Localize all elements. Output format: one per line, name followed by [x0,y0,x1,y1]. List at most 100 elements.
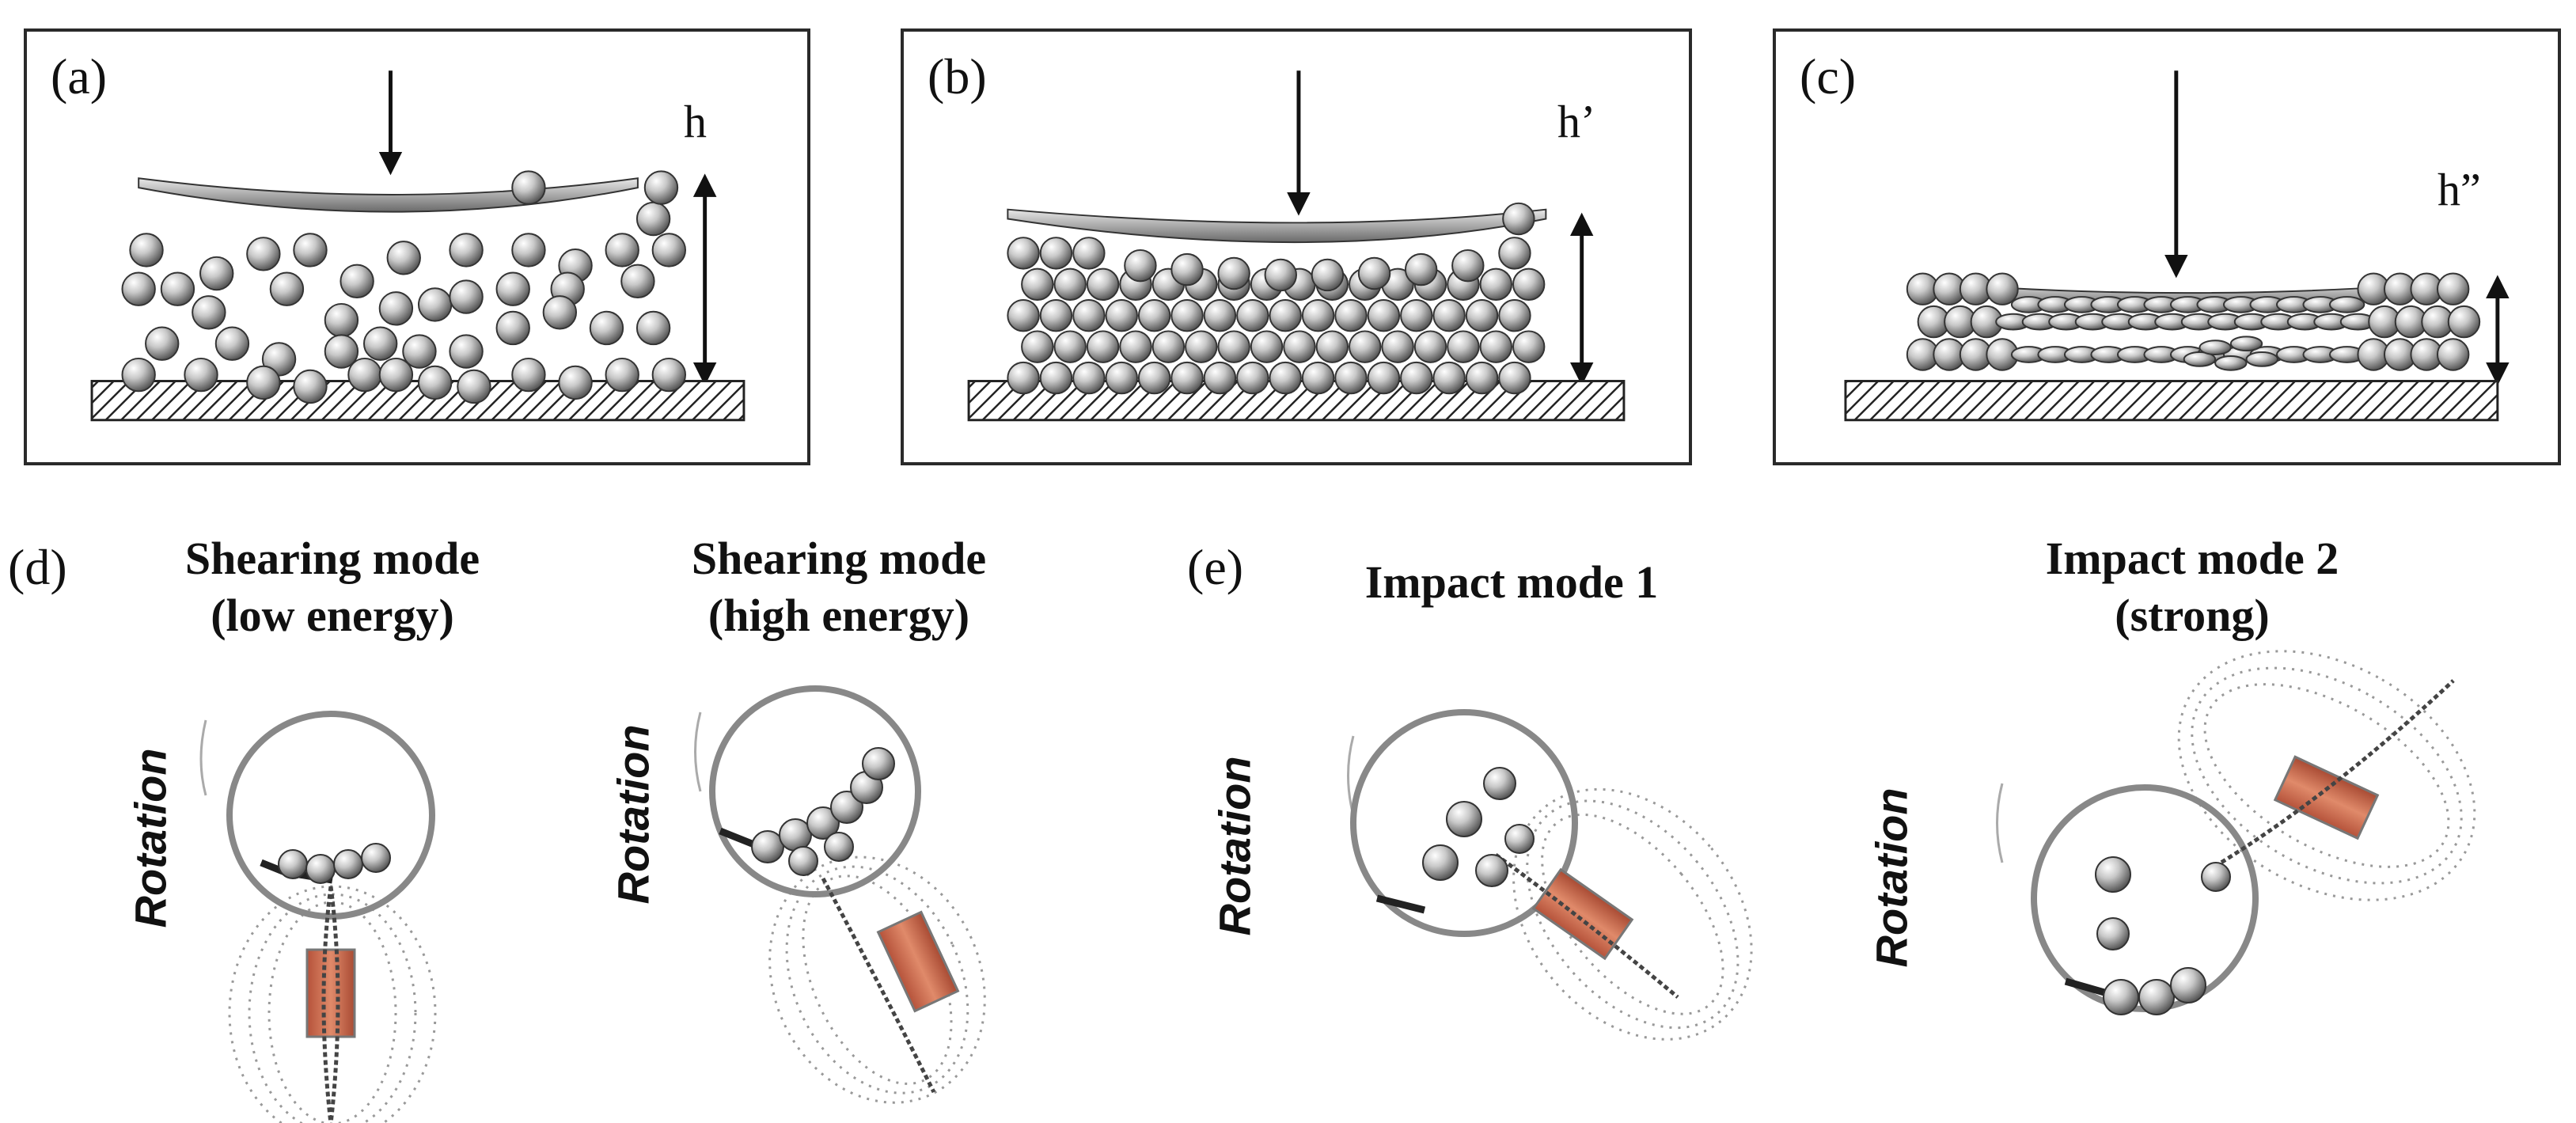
magnet [876,910,960,1013]
rod [2206,679,2455,873]
section-e-label: (e) [1187,539,1244,595]
panel-c: (c) h” [1773,28,2561,465]
panel-c-height-label: h” [2438,164,2481,215]
mill-diagram [1996,650,2476,1015]
panel-c-drawing [1844,70,2510,422]
mill-vial [709,685,921,897]
particle [1072,237,1106,270]
particle [1269,299,1302,332]
particle [1498,237,1531,270]
particle [1217,330,1250,363]
particle [1269,361,1302,395]
particle [1498,299,1531,332]
particle [417,287,453,322]
particle [1381,330,1414,363]
particle [511,357,546,393]
particle [605,357,639,393]
particle [589,310,624,346]
mode-title-line-2: (low energy) [211,590,454,641]
particle [1137,299,1171,332]
particle [2328,296,2365,313]
particle [246,237,281,271]
particle [1986,272,2019,305]
particle [293,233,328,267]
particle [1039,361,1073,395]
particle [1479,330,1512,363]
particle [1349,330,1382,363]
particle [340,264,374,299]
particle [1021,267,1054,302]
particle [511,233,546,267]
particle [1170,361,1204,395]
mode-title: Shearing mode (high energy) [601,530,1076,644]
particle [1007,299,1040,332]
particle [1203,361,1237,395]
particle [620,264,655,299]
particle [2245,351,2278,367]
particle [2447,305,2481,339]
particle [1124,249,1157,283]
particle [449,279,484,314]
particle [1334,361,1368,395]
particle [386,241,421,275]
particle [324,334,359,369]
particle [192,295,226,330]
panel-b-height-label: h’ [1557,96,1596,147]
particle [214,326,250,361]
particle [495,271,530,306]
mode-title: Impact mode 2 (strong) [1868,530,2517,644]
particle [2229,336,2263,352]
particle [2214,355,2248,371]
particle [1021,330,1054,363]
shear-plate [1375,894,1426,914]
particle [121,357,156,393]
particle [1086,330,1120,363]
particle [1311,258,1345,292]
particle [184,357,218,393]
particle [1451,249,1485,283]
panel-a-height-label: h [684,96,707,147]
particle [199,256,234,291]
mode-title-line-1: Shearing mode [691,533,987,584]
substrate [90,380,745,422]
particle [1236,299,1269,332]
panel-b-drawing [967,70,1626,422]
particle [1283,330,1316,363]
mode-title: Impact mode 1 [1235,554,1789,611]
particle [1512,330,1546,363]
particle [1334,299,1368,332]
particle [269,271,305,306]
particle [635,310,671,346]
magnet [1531,867,1634,961]
particle [417,365,453,400]
particle [1367,361,1401,395]
mill-diagram [199,711,437,1123]
particle [651,357,686,393]
particle [1053,330,1087,363]
particle [1400,299,1433,332]
panel-b-label: (b) [928,48,987,104]
particle [1039,237,1073,270]
particle [1479,267,1512,302]
particle [324,302,359,338]
mill-vial [2031,784,2259,1012]
motion-trails [2177,650,2476,901]
particle [511,170,546,205]
particle [605,233,639,267]
particle [1217,256,1250,290]
mode-title-line-2: (strong) [2115,590,2270,641]
balls [751,747,895,876]
motion-trails [768,856,986,1104]
particle [1170,252,1204,286]
particle [1039,299,1073,332]
particle [1170,299,1204,332]
section-d-label: (d) [8,539,67,595]
panel-b: (b) h’ [901,28,1692,465]
particle [1367,299,1401,332]
particle [449,334,484,369]
panel-a: (a) h [24,28,810,465]
particle [402,334,437,369]
magnet [305,948,356,1038]
particle [1119,330,1152,363]
particle [1203,299,1237,332]
